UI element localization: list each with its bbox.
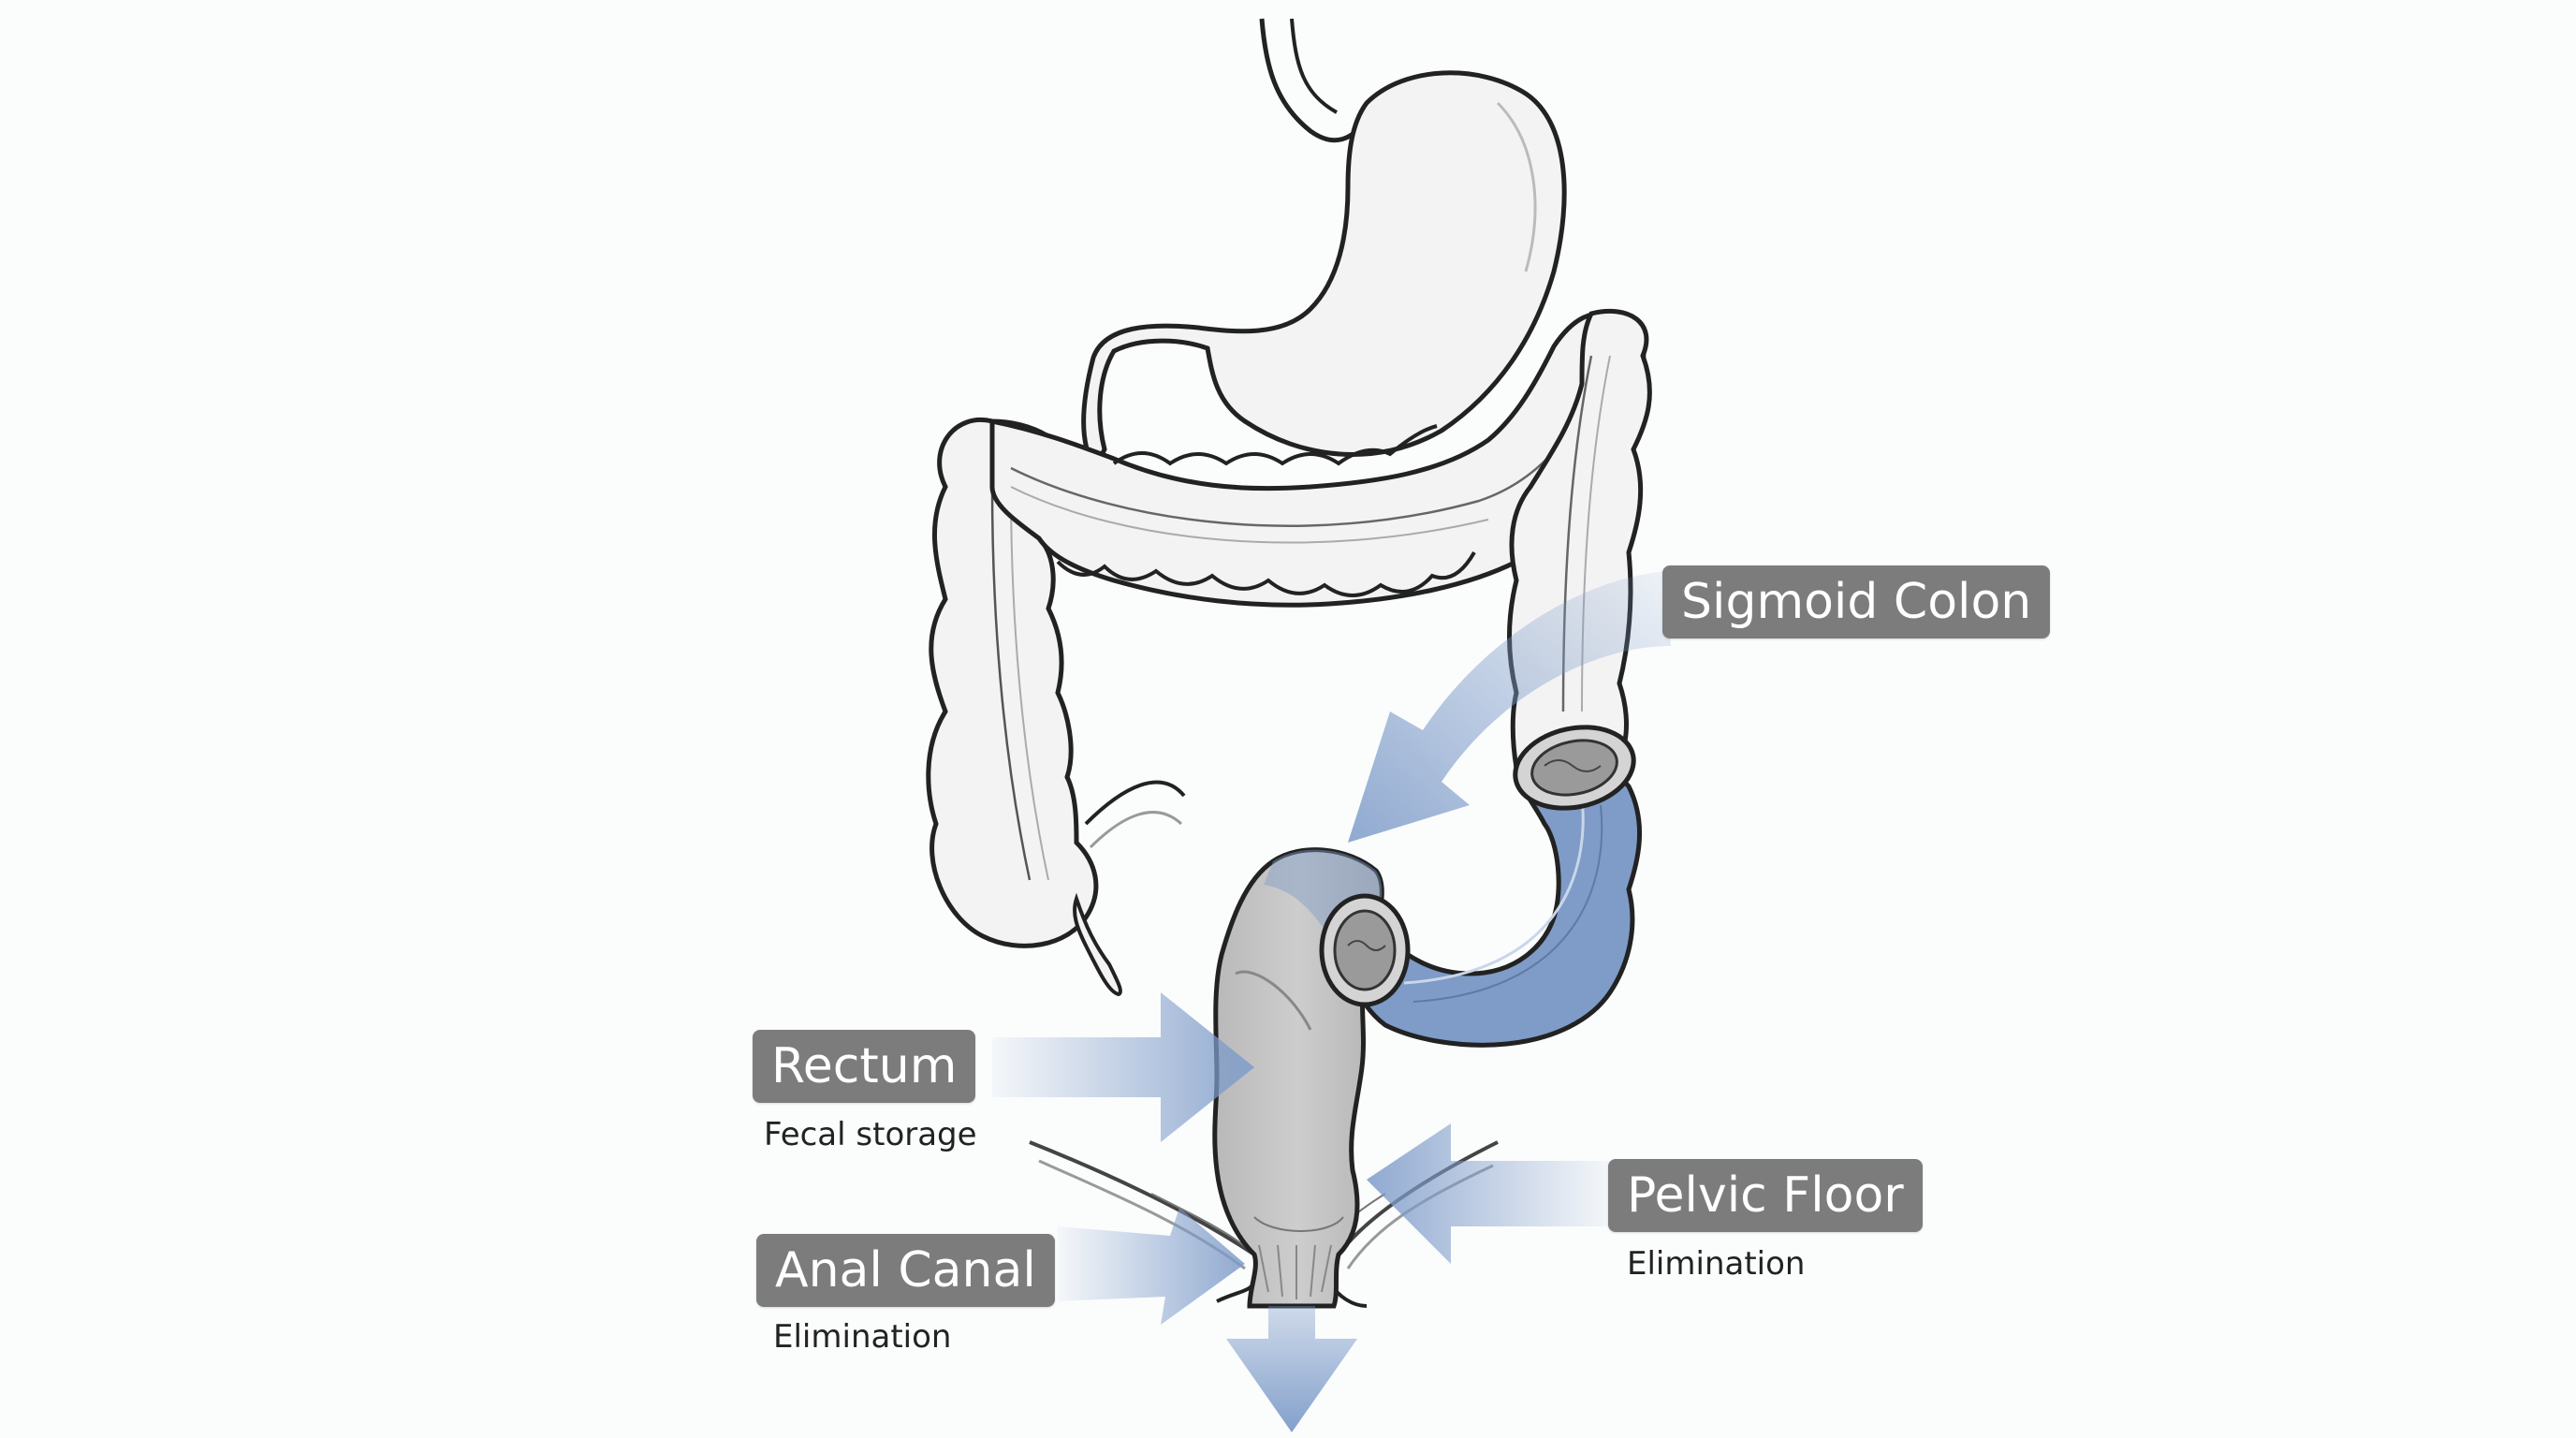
rectum-title: Rectum <box>771 1038 958 1094</box>
stomach-body <box>1081 70 1567 473</box>
sigmoid-pointer-arrow <box>1348 571 1671 843</box>
rectum-subtitle: Fecal storage <box>764 1116 977 1153</box>
esophagus <box>1259 18 1371 143</box>
sigmoid-colon-label: Sigmoid Colon <box>1662 565 2051 638</box>
stomach <box>1081 18 1567 473</box>
anal-canal-pointer-arrow <box>1058 1208 1245 1325</box>
pelvic-floor-label: Pelvic Floor <box>1608 1159 1923 1232</box>
anal-canal-title: Anal Canal <box>775 1242 1036 1299</box>
rectum-pointer-arrow <box>992 992 1254 1142</box>
ileum <box>1084 780 1186 826</box>
sigmoid-colon-title: Sigmoid Colon <box>1681 574 2032 630</box>
pelvic-floor-pointer-arrow <box>1367 1123 1610 1264</box>
rectum-label: Rectum <box>753 1030 976 1103</box>
pelvic-floor-subtitle: Elimination <box>1627 1245 1806 1283</box>
pelvic-floor-title: Pelvic Floor <box>1627 1167 1904 1224</box>
anal-canal-label: Anal Canal <box>756 1234 1055 1307</box>
anal-canal-subtitle: Elimination <box>773 1318 952 1356</box>
appendix <box>1073 892 1122 997</box>
sigmoid-colon <box>1350 725 1642 1048</box>
elimination-arrow <box>1226 1306 1357 1432</box>
sigmoid-cross-section-lower <box>1319 893 1411 1007</box>
